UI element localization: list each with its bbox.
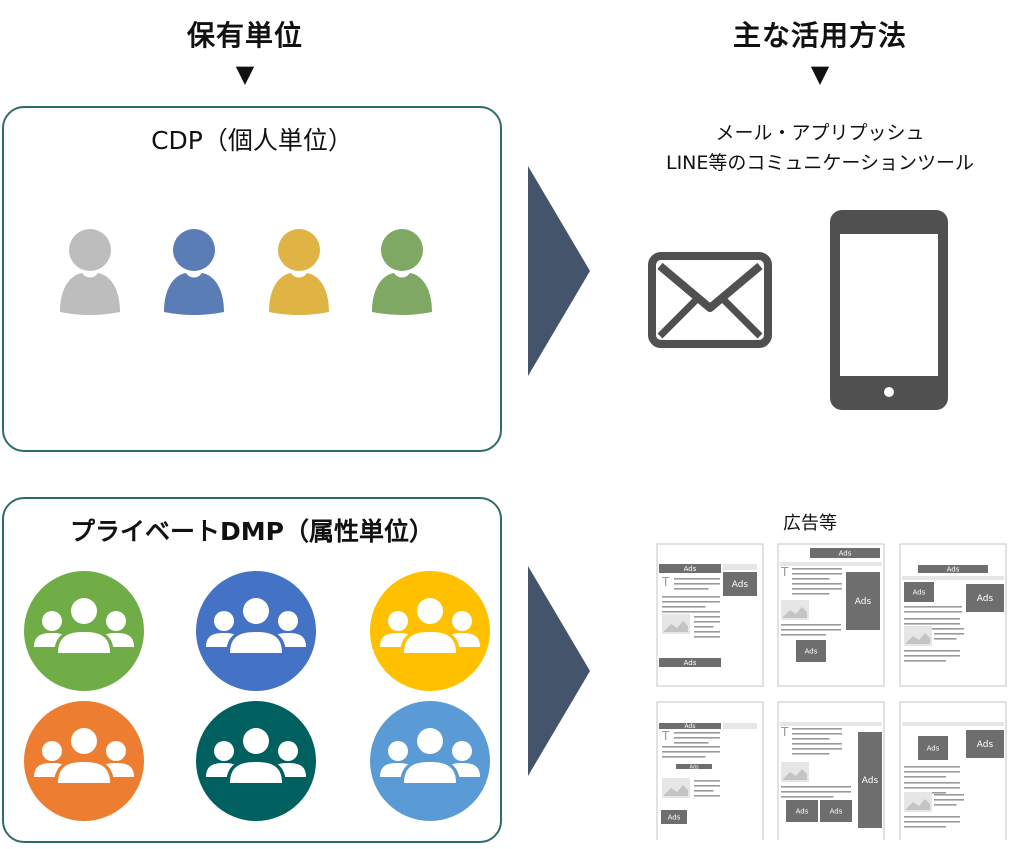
left-column-heading: 保有単位 — [186, 19, 303, 52]
svg-text:Ads: Ads — [684, 659, 697, 667]
big-arrow-bottom — [528, 566, 590, 776]
person-icon — [269, 229, 329, 315]
svg-text:Ads: Ads — [977, 740, 994, 750]
right-down-triangle: ▼ — [810, 60, 830, 88]
left-down-triangle: ▼ — [235, 60, 255, 88]
group-icon — [24, 701, 144, 821]
dmp-panel: プライベートDMP（属性単位） — [2, 497, 502, 843]
group-icon — [24, 571, 144, 691]
ad-layout-thumbnails: AdsAdsTAdsAdsTAdsAdsAdsAdsAdsAdsTAdsAdsT… — [656, 543, 1007, 840]
smartphone-icon — [830, 210, 948, 410]
svg-text:Ads: Ads — [796, 807, 809, 815]
group-icon — [370, 571, 490, 691]
svg-text:T: T — [661, 575, 670, 589]
svg-text:Ads: Ads — [830, 807, 843, 815]
cdp-panel-title: CDP（個人単位） — [151, 126, 353, 155]
svg-text:Ads: Ads — [805, 647, 818, 655]
group-icon — [196, 571, 316, 691]
cdp-panel: CDP（個人単位） — [2, 106, 502, 452]
svg-text:Ads: Ads — [684, 565, 697, 573]
usage-top-line2: LINE等のコミュニケーションツール — [665, 152, 975, 174]
person-icon — [372, 229, 432, 315]
svg-text:Ads: Ads — [913, 588, 926, 596]
svg-text:Ads: Ads — [977, 594, 994, 604]
svg-text:Ads: Ads — [732, 580, 749, 590]
svg-text:Ads: Ads — [839, 549, 852, 557]
usage-bottom-label: 広告等 — [783, 513, 837, 534]
group-icon — [370, 701, 490, 821]
svg-text:T: T — [661, 729, 670, 743]
svg-text:Ads: Ads — [855, 597, 872, 607]
person-icon — [164, 229, 224, 315]
svg-text:T: T — [780, 565, 789, 579]
svg-text:Ads: Ads — [862, 776, 879, 786]
svg-text:T: T — [780, 725, 789, 739]
svg-text:Ads: Ads — [685, 723, 696, 730]
svg-text:Ads: Ads — [947, 565, 960, 573]
dmp-panel-title: プライベートDMP（属性単位） — [70, 517, 434, 546]
svg-text:Ads: Ads — [689, 764, 699, 770]
svg-text:Ads: Ads — [927, 744, 940, 752]
dmp-group-icons — [24, 571, 490, 821]
svg-text:Ads: Ads — [668, 813, 681, 821]
big-arrow-top — [528, 166, 590, 376]
group-icon — [196, 701, 316, 821]
cdp-person-icons — [60, 229, 432, 315]
usage-top-line1: メール・アプリプッシュ — [715, 122, 925, 144]
person-icon — [60, 229, 120, 315]
envelope-icon — [648, 252, 772, 348]
right-column-heading: 主な活用方法 — [732, 19, 907, 52]
